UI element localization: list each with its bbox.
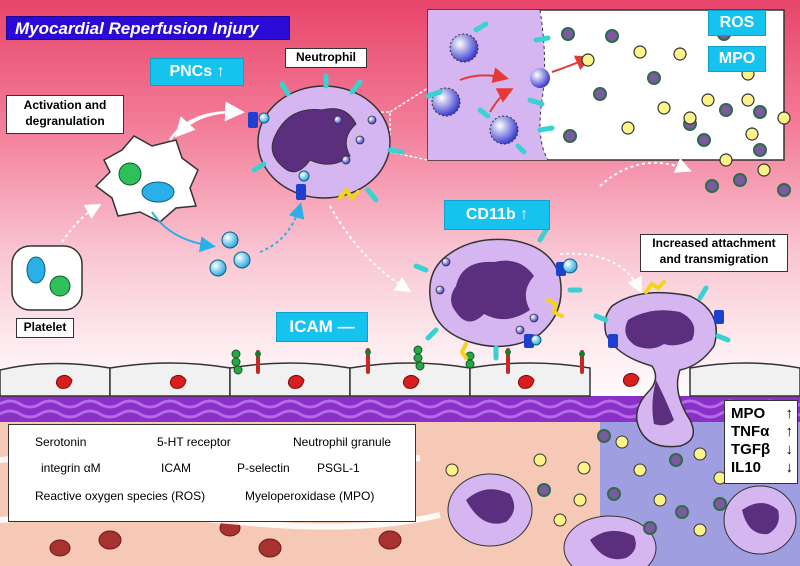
neutrophil-top: [248, 73, 405, 203]
legend-psgl1: PSGL-1: [317, 461, 360, 475]
legend-5ht-receptor: 5-HT receptor: [157, 435, 231, 449]
effect-row: TGFβ ↓: [731, 441, 793, 458]
effect-arrow: ↑: [785, 423, 794, 440]
effect-name: TNFα: [731, 423, 770, 440]
activation-label: Activation and degranulation: [6, 95, 124, 134]
icam-label: ICAM —: [276, 312, 368, 342]
platelet-resting: [11, 245, 83, 311]
attachment-label: Increased attachment and transmigration: [640, 234, 788, 272]
pselectin-molecules: [231, 345, 475, 375]
legend-ros: Reactive oxygen species (ROS): [35, 489, 206, 503]
neutrophil-middle: [413, 227, 583, 361]
cd11b-label: CD11b ↑: [444, 200, 550, 230]
effect-name: IL10: [731, 459, 762, 476]
platelet-activated: [94, 135, 199, 223]
neutrophil-transmigrating: [593, 280, 731, 448]
legend-mpo: Myeloperoxidase (MPO): [245, 489, 375, 503]
effect-arrow: ↓: [785, 459, 794, 476]
effect-name: MPO: [731, 405, 766, 422]
ros-mpo-cluster: [683, 93, 791, 197]
legend-icam: ICAM: [161, 461, 191, 475]
legend-box: Serotonin 5-HT receptor Neutrophil granu…: [8, 424, 416, 522]
effect-row: IL10 ↓: [731, 459, 793, 476]
released-serotonin: [209, 231, 251, 277]
tissue-neutrophils: [447, 473, 797, 566]
effect-arrow: ↑: [785, 405, 794, 422]
legend-neutrophil-granule: Neutrophil granule: [293, 435, 392, 449]
diagram-title: Myocardial Reperfusion Injury: [6, 16, 290, 40]
effect-name: TGFβ: [731, 441, 771, 458]
platelet-label: Platelet: [16, 318, 74, 338]
pncs-label: PNCs ↑: [150, 58, 244, 86]
effect-row: MPO ↑: [731, 405, 793, 422]
legend-pselectin: P-selectin: [237, 461, 290, 475]
zoom-inset: [425, 9, 785, 161]
mpo-label: MPO: [708, 46, 766, 72]
effect-row: TNFα ↑: [731, 423, 793, 440]
neutrophil-label: Neutrophil: [285, 48, 367, 68]
ros-label: ROS: [708, 10, 766, 36]
legend-serotonin: Serotonin: [35, 435, 87, 449]
effects-box: MPO ↑ TNFα ↑ TGFβ ↓ IL10 ↓: [724, 400, 798, 484]
effect-arrow: ↓: [785, 441, 794, 458]
legend-integrin: integrin αM: [41, 461, 101, 475]
